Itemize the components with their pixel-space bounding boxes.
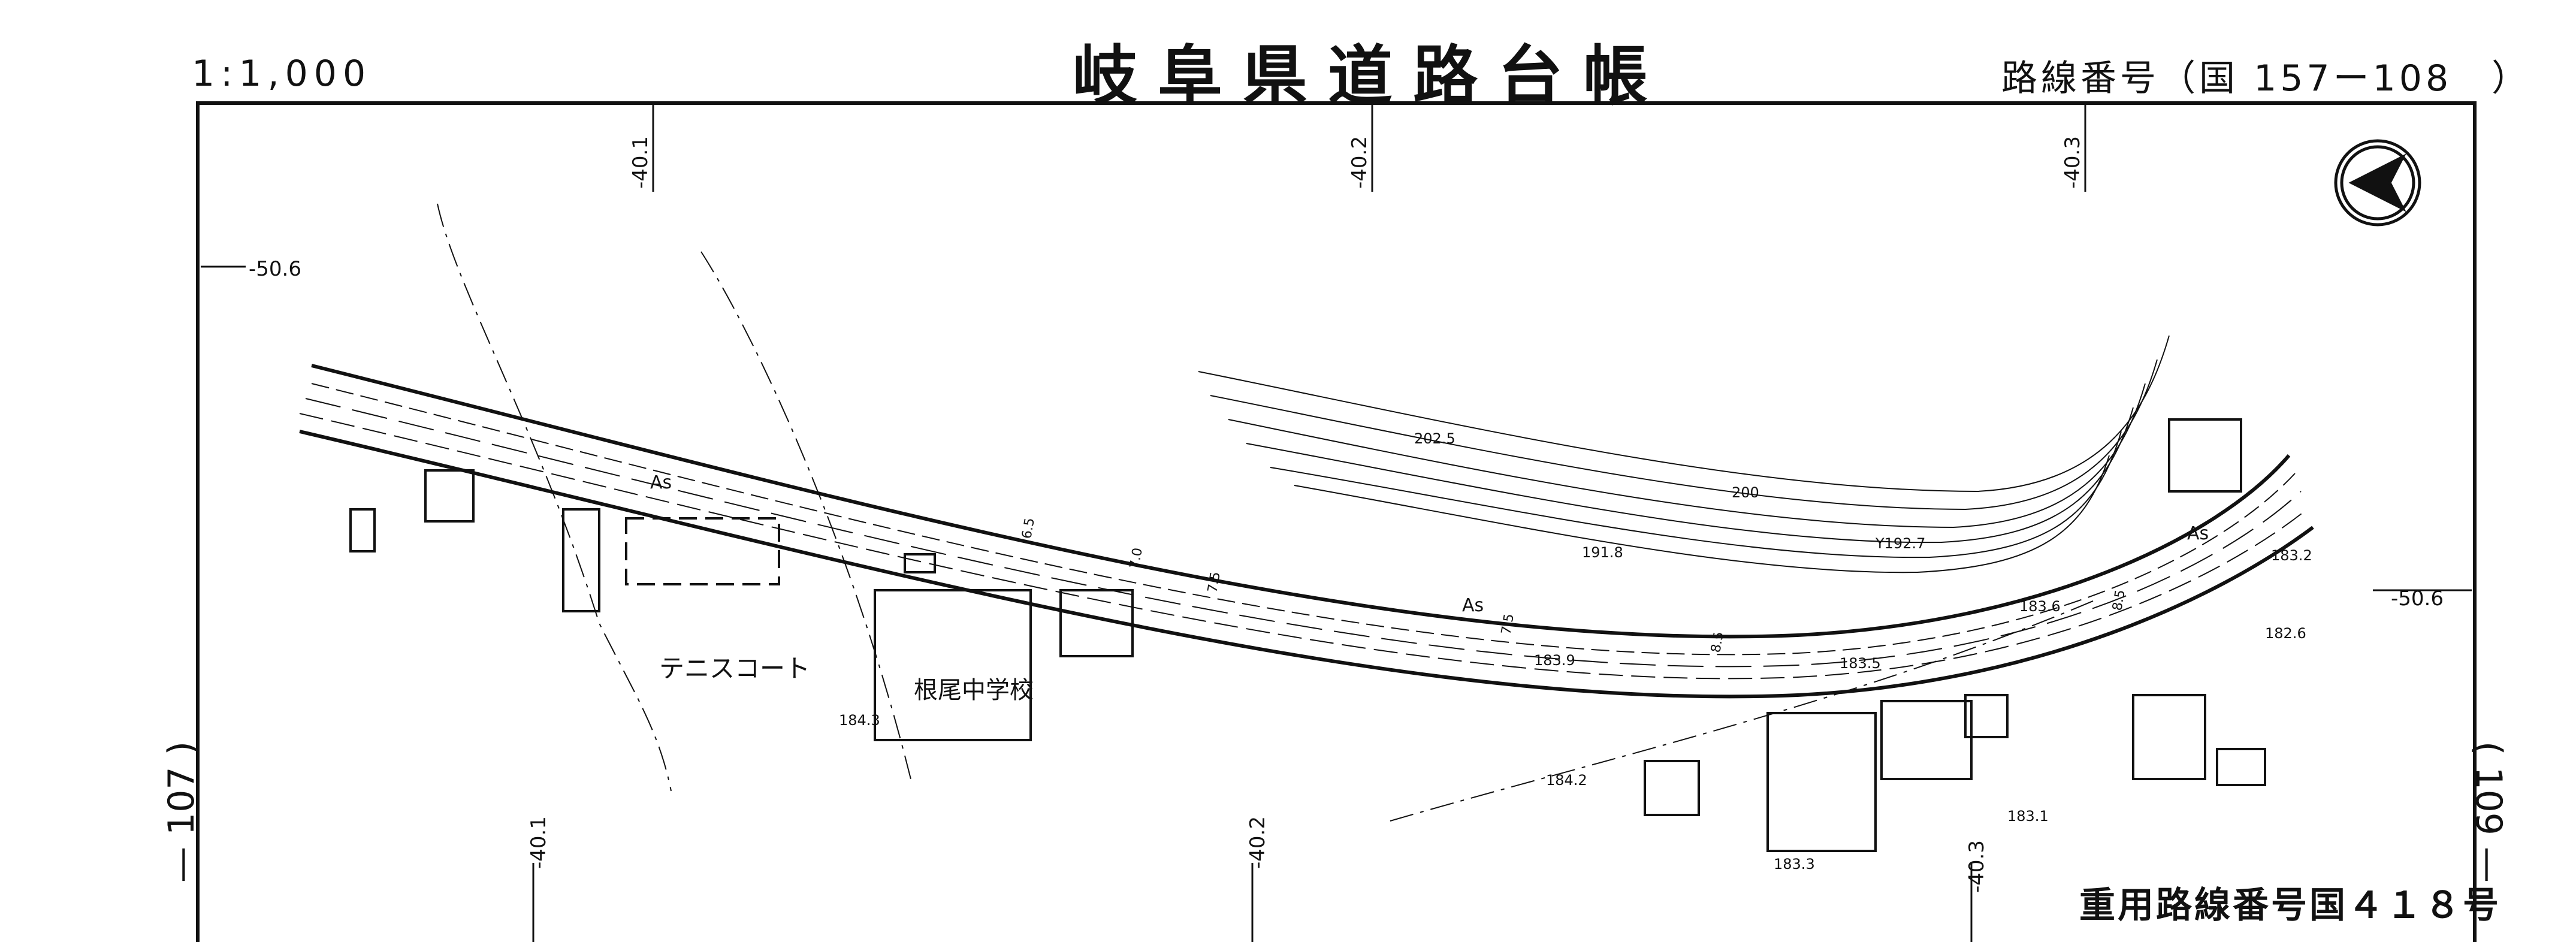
school-label: 根尾中学校 xyxy=(914,677,1034,704)
elevation-3: 183.9 xyxy=(1534,652,1575,669)
elevation-7: 182.6 xyxy=(2265,625,2306,642)
grid-label-bottom-3: -40.3 xyxy=(1965,840,1989,893)
buildings xyxy=(349,418,2266,852)
elevation-6: 183.2 xyxy=(2271,547,2312,564)
grid-label-left: -50.6 xyxy=(249,257,301,281)
map-scale: 1:1,000 xyxy=(192,53,372,95)
grid-label-top-1: -40.1 xyxy=(629,136,653,189)
boundaries xyxy=(437,203,2098,822)
contours xyxy=(1198,335,2170,573)
road-lines xyxy=(299,364,2314,699)
elevation-8: 184.3 xyxy=(839,712,880,729)
width-label-3: 7.5 xyxy=(1205,570,1224,594)
grid-label-top-3: -40.3 xyxy=(2061,136,2085,189)
elevation-2: Y192.7 xyxy=(1875,535,1925,552)
grid-label-right: -50.6 xyxy=(2391,587,2444,611)
width-label-5: 8.5 xyxy=(1708,630,1727,654)
road-surface-label-1: As xyxy=(650,472,672,493)
grid-label-bottom-1: -40.1 xyxy=(527,816,551,869)
north-arrow-icon xyxy=(2334,139,2421,227)
heavy-route-number: 重用路線番号国４１８号 xyxy=(2079,884,2501,926)
elevation-11: 183.3 xyxy=(1774,856,1815,872)
elevation-4: 183.5 xyxy=(1840,655,1881,672)
elevation-9: 184.2 xyxy=(1546,772,1587,789)
road-surface-label-3: As xyxy=(2187,523,2209,544)
width-label-1: 6.5 xyxy=(1019,517,1038,540)
width-label-4: 7.5 xyxy=(1499,612,1517,636)
map-frame xyxy=(196,101,2477,942)
contour-label-2: 200 xyxy=(1732,484,1759,501)
elevation-10: 183.1 xyxy=(2007,808,2049,825)
elevation-1: 191.8 xyxy=(1582,544,1623,561)
route-number: 路線番号（国 157ー108 ） xyxy=(2001,58,2532,99)
width-label-2: 7.0 xyxy=(1127,547,1146,570)
road-surface-label-2: As xyxy=(1462,595,1484,616)
elevation-5: 183.6 xyxy=(2019,598,2061,615)
grid-label-top-2: -40.2 xyxy=(1348,136,1372,189)
grid-label-bottom-2: -40.2 xyxy=(1246,816,1270,869)
tennis-court-label: テニスコート xyxy=(659,654,810,683)
contour-label-1: 202.5 xyxy=(1414,430,1455,447)
grid-ticks xyxy=(201,105,2472,942)
width-label-6: 8.5 xyxy=(2110,588,2128,612)
